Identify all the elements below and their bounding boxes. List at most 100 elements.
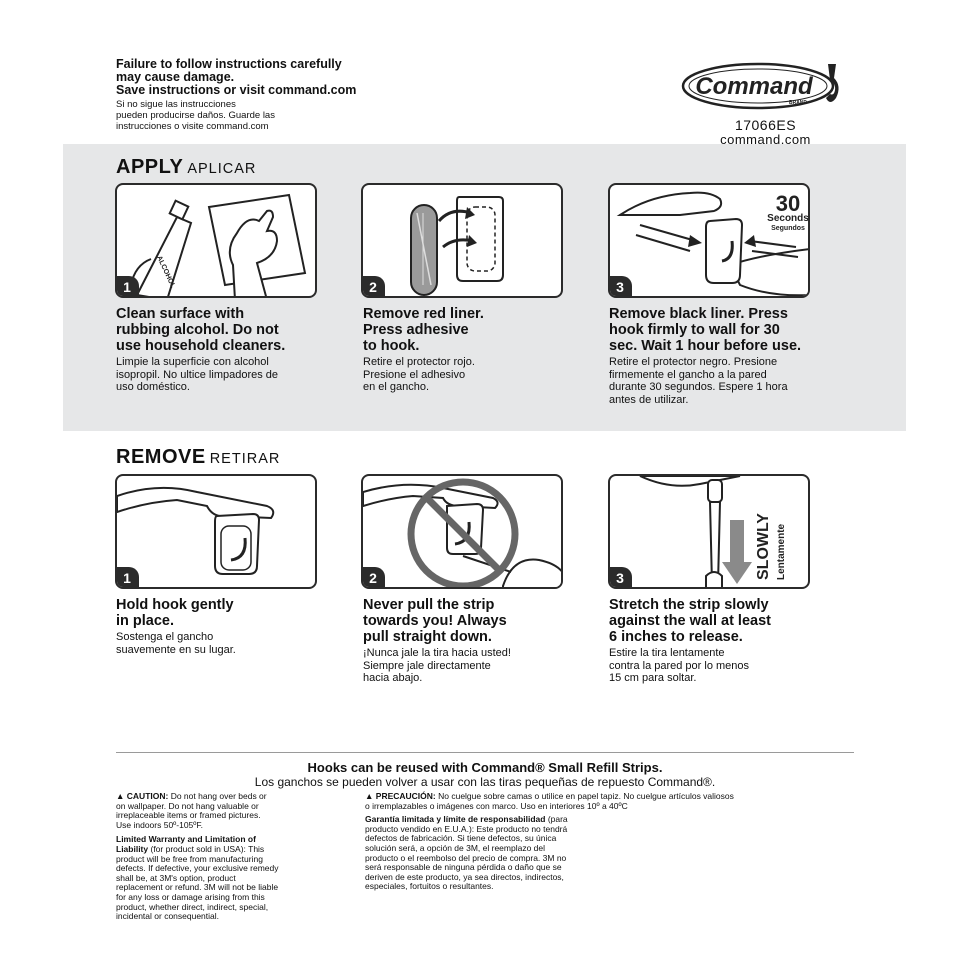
stretch-strip-illustration: SLOWLY Lentamente: [639, 476, 787, 587]
warranty-head: Limited Warranty and Limitation of: [116, 834, 256, 845]
step-es-line: isopropil. No ultice limpadores de: [116, 368, 279, 381]
fine-line: on wallpaper. Do not hang valuable or: [116, 800, 259, 811]
step-en-line: sec. Wait 1 hour before use.: [609, 338, 802, 354]
step-number-badge: 3: [610, 567, 632, 587]
fine-line: (para: [545, 814, 568, 825]
garantia-head: Garantía limitada y límite de responsabi…: [365, 814, 546, 825]
step-number-badge: 2: [363, 567, 385, 587]
step-en-line: Remove black liner. Press: [609, 306, 788, 322]
precaucion-text: ▲ PRECAUCIÓN: No cuelgue sobre camas o u…: [365, 791, 860, 811]
hand-icon: [117, 486, 275, 520]
step-en-line: Hold hook gently: [116, 597, 234, 613]
fine-line: defectos de fabricación. Si tiene defect…: [365, 833, 557, 844]
press-lines-icon: [635, 224, 799, 258]
fine-line: (for product sold in USA): This: [148, 843, 265, 854]
liner-removal-illustration: [410, 196, 504, 296]
warning-es-line: Si no sigue las instrucciones: [116, 99, 236, 110]
caution-head: ▲ CAUTION:: [116, 791, 169, 801]
step-number-badge: 3: [610, 276, 632, 296]
hook-icon: [705, 217, 744, 284]
press-hook-illustration: 30 Seconds Segundos: [616, 191, 809, 296]
fine-line: product, whether direct, indirect, speci…: [116, 901, 269, 912]
step-es-line: ¡Nunca jale la tira hacia usted!: [363, 647, 511, 659]
step-es-line: contra la pared por lo menos: [609, 659, 750, 672]
apply-subtitle: APLICAR: [187, 161, 257, 177]
step-es-line: Retire el protector negro. Presione: [609, 356, 778, 368]
fine-line: incidental or consequential.: [116, 911, 220, 922]
step-es-line: antes de utilizar.: [609, 393, 689, 406]
remove-step-2-illustration: 2: [361, 474, 563, 589]
hook-icon: [446, 502, 512, 573]
prohibited-icon: [407, 478, 519, 587]
step-es-line: 15 cm para soltar.: [609, 672, 697, 684]
reuse-en: Hooks can be reused with Command® Small …: [307, 760, 663, 775]
arrow-icon: [437, 207, 477, 249]
step-en-line: Press adhesive: [363, 322, 469, 338]
product-code: 17066ES: [734, 117, 797, 133]
warranty-text: Limited Warranty and Limitation of Liabi…: [116, 835, 336, 921]
hook-icon: [214, 512, 261, 575]
fine-line: o irremplazables o imágenes con marco. U…: [365, 800, 628, 811]
apply-title: APPLY: [116, 156, 184, 178]
fine-line: producto vendido en E.U.A.): Este produc…: [365, 823, 568, 834]
hand-icon: [639, 476, 741, 487]
warning-es-line: pueden producirse daños. Guarde las: [116, 110, 275, 121]
step-en-line: to hook.: [363, 338, 420, 354]
step-es-line: durante 30 segundos. Espere 1 hora: [609, 381, 788, 393]
fine-line: defects. If defective, your exclusive re…: [116, 863, 279, 874]
step-en-line: towards you! Always: [363, 613, 507, 629]
step-en-line: Stretch the strip slowly: [609, 597, 769, 613]
step-es-line: Limpie la superficie con alcohol: [116, 356, 269, 368]
step-es-line: uso doméstico.: [116, 381, 190, 393]
hook-icon: [707, 479, 723, 503]
remove-title: REMOVE: [116, 446, 206, 468]
fine-line: shall be, at 3M's option, product: [116, 872, 236, 883]
stretched-strip-icon: [705, 501, 723, 587]
timer-unit: Seconds: [767, 213, 809, 224]
fine-print-es: ▲ PRECAUCIÓN: No cuelgue sobre camas o u…: [365, 791, 860, 892]
step-es-line: Estire la tira lentamente: [609, 647, 725, 659]
hold-hook-illustration: [117, 486, 275, 575]
warning-block: Failure to follow instructions carefully…: [116, 58, 476, 133]
step-en-line: Clean surface with: [116, 306, 245, 322]
precaucion-head: ▲ PRECAUCIÓN:: [365, 791, 436, 801]
divider: [116, 752, 854, 753]
step-number-badge: 2: [363, 276, 385, 296]
adhesive-strip-icon: [410, 204, 438, 296]
apply-step-3-illustration: 30 Seconds Segundos 3: [608, 183, 810, 298]
fine-print-en: ▲ CAUTION: Do not hang over beds or on w…: [116, 791, 336, 922]
fine-line: irreplaceable items or framed pictures.: [116, 810, 261, 821]
step-es-line: firmemente el gancho a la pared: [609, 368, 767, 381]
timer-unit-es: Segundos: [771, 225, 805, 232]
step-en-line: use household cleaners.: [116, 338, 286, 354]
step-en-line: hook firmly to wall for 30: [609, 322, 780, 338]
reuse-es: Los ganchos se pueden volver a usar con …: [254, 775, 716, 789]
brand-block: Command BRAND 17066ES command.com: [678, 58, 853, 147]
remove-step-1-illustration: 1: [115, 474, 317, 589]
warranty-head: Liability: [116, 843, 149, 854]
slowly-label-es: Lentamente: [776, 523, 787, 580]
step-number-badge: 1: [117, 567, 139, 587]
warning-en-line: may cause damage.: [116, 70, 235, 84]
command-logo: Command BRAND: [681, 62, 839, 110]
step-en-line: Remove red liner.: [363, 306, 484, 322]
fine-line: replacement or refund. 3M will not be li…: [116, 882, 279, 893]
logo-sub: BRAND: [788, 100, 806, 106]
fine-line: No cuelgue sobre camas o utilice en pape…: [435, 791, 734, 801]
remove-subtitle: RETIRAR: [209, 451, 281, 467]
remove-step-3-illustration: SLOWLY Lentamente 3: [608, 474, 810, 589]
down-arrow-icon: [722, 520, 752, 584]
alcohol-wipe-illustration: ALCOHOL: [130, 193, 307, 296]
step-es-line: Sostenga el gancho: [116, 631, 214, 643]
alcohol-bottle-icon: ALCOHOL: [135, 199, 193, 296]
step-es-line: hacia abajo.: [363, 672, 423, 684]
warning-en-line: Save instructions or visit command.com: [116, 83, 357, 97]
fine-line: Use indoors 50º-105ºF.: [116, 819, 204, 830]
slowly-label: SLOWLY: [755, 513, 772, 580]
